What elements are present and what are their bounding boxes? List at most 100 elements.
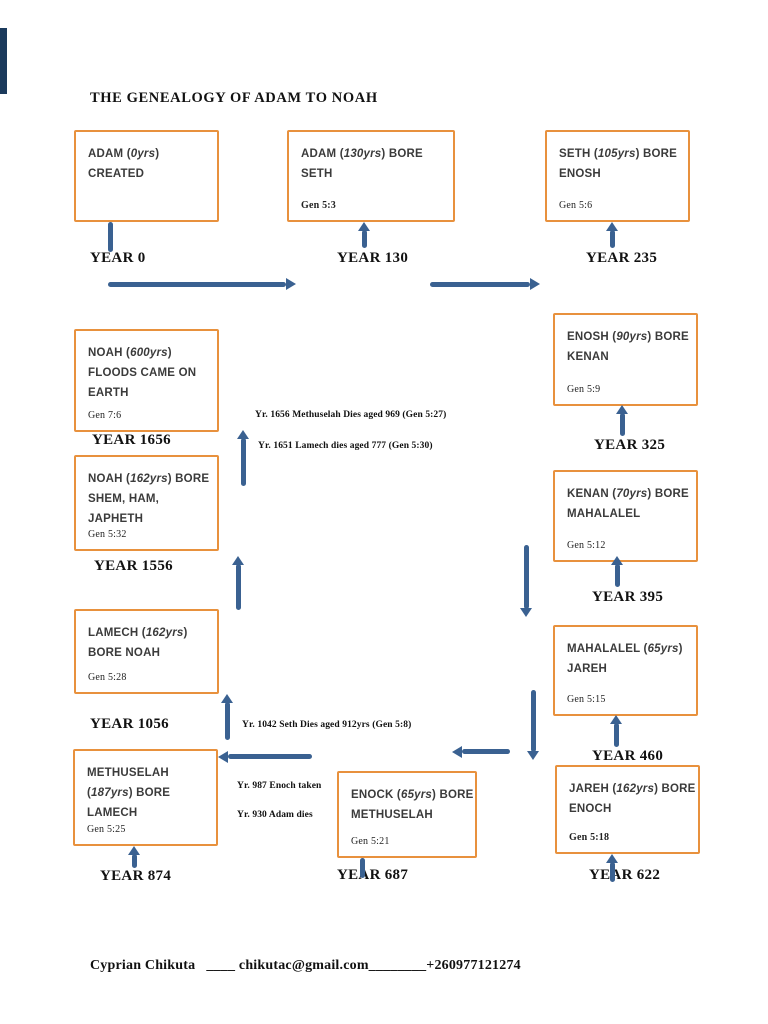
- box-text: MAHALALEL (65yrs): [567, 643, 683, 655]
- gen-reference: Gen 5:32: [88, 529, 127, 540]
- arrow-up-icon: [606, 854, 618, 863]
- gen-reference: Gen 5:21: [351, 836, 390, 847]
- box-text: FLOODS CAME ON: [88, 367, 197, 379]
- annotation-adam-dies: Yr. 930 Adam dies: [237, 810, 313, 820]
- box-text: METHUSELAH: [351, 809, 433, 821]
- box-text: JAREH (162yrs) BORE: [569, 783, 696, 795]
- arrow-up-icon: [606, 222, 618, 231]
- connector-line: [430, 282, 530, 287]
- box-text: LAMECH (162yrs): [88, 627, 188, 639]
- arrow-down-icon: [520, 608, 532, 617]
- genealogy-box-noah-bore-shem: NOAH (162yrs) BORE SHEM, HAM, JAPHETH Ge…: [74, 455, 219, 551]
- connector-line: [524, 545, 529, 609]
- genealogy-box-enosh-bore-kenan: ENOSH (90yrs) BORE KENAN Gen 5:9: [553, 313, 698, 406]
- connector-line: [225, 702, 230, 740]
- year-label-687: YEAR 687: [337, 867, 409, 883]
- genealogy-box-adam-created: ADAM (0yrs) CREATED: [74, 130, 219, 222]
- genealogy-box-lamech-bore-noah: LAMECH (162yrs) BORE NOAH Gen 5:28: [74, 609, 219, 694]
- box-text: ADAM (130yrs) BORE: [301, 148, 423, 160]
- box-text: SETH: [301, 168, 333, 180]
- box-text: KENAN (70yrs) BORE: [567, 488, 689, 500]
- box-text: NOAH (600yrs): [88, 347, 172, 359]
- year-label-1556: YEAR 1556: [94, 558, 173, 574]
- box-text: (187yrs) BORE: [87, 787, 171, 799]
- gen-reference: Gen 5:28: [88, 672, 127, 683]
- connector-line: [108, 282, 286, 287]
- genealogy-box-noah-floods: NOAH (600yrs) FLOODS CAME ON EARTH Gen 7…: [74, 329, 219, 432]
- connector-line: [614, 723, 619, 747]
- gen-reference: Gen 5:25: [87, 824, 126, 835]
- annotation-seth-dies: Yr. 1042 Seth Dies aged 912yrs (Gen 5:8): [242, 720, 412, 730]
- box-text: NOAH (162yrs) BORE: [88, 473, 210, 485]
- box-text: ENOSH: [559, 168, 601, 180]
- box-text: EARTH: [88, 387, 129, 399]
- box-text: SETH (105yrs) BORE: [559, 148, 678, 160]
- arrow-up-icon: [616, 405, 628, 414]
- genealogy-box-jareh-bore-enoch: JAREH (162yrs) BORE ENOCH Gen 5:18: [555, 765, 700, 854]
- box-text: BORE NOAH: [88, 647, 161, 659]
- genealogy-box-kenan-bore-mahalalel: KENAN (70yrs) BORE MAHALALEL Gen 5:12: [553, 470, 698, 562]
- genealogy-box-enock-bore-methuselah: ENOCK (65yrs) BORE METHUSELAH Gen 5:21: [337, 771, 477, 858]
- box-text: JAREH: [567, 663, 607, 675]
- annotation-enoch-taken: Yr. 987 Enoch taken: [237, 781, 322, 791]
- page-edge-marker: [0, 28, 7, 94]
- connector-line: [228, 754, 312, 759]
- box-text: ENOCH: [569, 803, 612, 815]
- year-label-874: YEAR 874: [100, 868, 172, 884]
- arrow-left-icon: [218, 751, 228, 763]
- genealogy-box-adam-bore-seth: ADAM (130yrs) BORE SETH Gen 5:3: [287, 130, 455, 222]
- year-label-325: YEAR 325: [594, 437, 666, 453]
- connector-line: [236, 564, 241, 610]
- arrow-up-icon: [232, 556, 244, 565]
- year-label-0: YEAR 0: [90, 250, 146, 266]
- year-label-460: YEAR 460: [592, 748, 664, 764]
- arrow-down-icon: [527, 751, 539, 760]
- box-text: CREATED: [88, 168, 145, 180]
- box-text: LAMECH: [87, 807, 138, 819]
- gen-reference: Gen 5:6: [559, 200, 593, 211]
- year-label-130: YEAR 130: [337, 250, 409, 266]
- box-text: METHUSELAH: [87, 767, 169, 779]
- connector-line: [620, 413, 625, 436]
- box-text: JAPHETH: [88, 513, 144, 525]
- connector-line: [108, 222, 113, 252]
- arrow-right-icon: [530, 278, 540, 290]
- gen-reference: Gen 5:15: [567, 694, 606, 705]
- year-label-395: YEAR 395: [592, 589, 664, 605]
- connector-line: [132, 854, 137, 868]
- gen-reference: Gen 5:3: [301, 200, 337, 211]
- annotation-lamech-dies: Yr. 1651 Lamech dies aged 777 (Gen 5:30): [258, 441, 433, 451]
- arrow-right-icon: [286, 278, 296, 290]
- connector-line: [610, 230, 615, 248]
- connector-line: [462, 749, 510, 754]
- box-text: ENOCK (65yrs) BORE: [351, 789, 474, 801]
- footer-contact: Cyprian Chikuta ____ chikutac@gmail.com_…: [90, 958, 521, 973]
- gen-reference: Gen 5:9: [567, 384, 601, 395]
- arrow-up-icon: [611, 556, 623, 565]
- year-label-622: YEAR 622: [589, 867, 661, 883]
- arrow-left-icon: [452, 746, 462, 758]
- box-text: MAHALALEL: [567, 508, 641, 520]
- genealogy-box-seth-bore-enosh: SETH (105yrs) BORE ENOSH Gen 5:6: [545, 130, 690, 222]
- arrow-up-icon: [358, 222, 370, 231]
- genealogy-box-methuselah-bore-lamech: METHUSELAH (187yrs) BORE LAMECH Gen 5:25: [73, 749, 218, 846]
- year-label-1056: YEAR 1056: [90, 716, 169, 732]
- genealogy-box-mahalalel-jareh: MAHALALEL (65yrs) JAREH Gen 5:15: [553, 625, 698, 716]
- arrow-up-icon: [221, 694, 233, 703]
- connector-line: [615, 564, 620, 587]
- gen-reference: Gen 7:6: [88, 410, 122, 421]
- arrow-up-icon: [128, 846, 140, 855]
- box-text: ADAM (0yrs): [88, 148, 160, 160]
- gen-reference: Gen 5:12: [567, 540, 606, 551]
- arrow-up-icon: [237, 430, 249, 439]
- page-title: THE GENEALOGY OF ADAM TO NOAH: [90, 90, 378, 106]
- box-text: KENAN: [567, 351, 609, 363]
- year-label-1656: YEAR 1656: [92, 432, 171, 448]
- year-label-235: YEAR 235: [586, 250, 658, 266]
- connector-line: [362, 230, 367, 248]
- box-text: ENOSH (90yrs) BORE: [567, 331, 689, 343]
- box-text: SHEM, HAM,: [88, 493, 159, 505]
- arrow-up-icon: [610, 715, 622, 724]
- connector-line: [610, 862, 615, 882]
